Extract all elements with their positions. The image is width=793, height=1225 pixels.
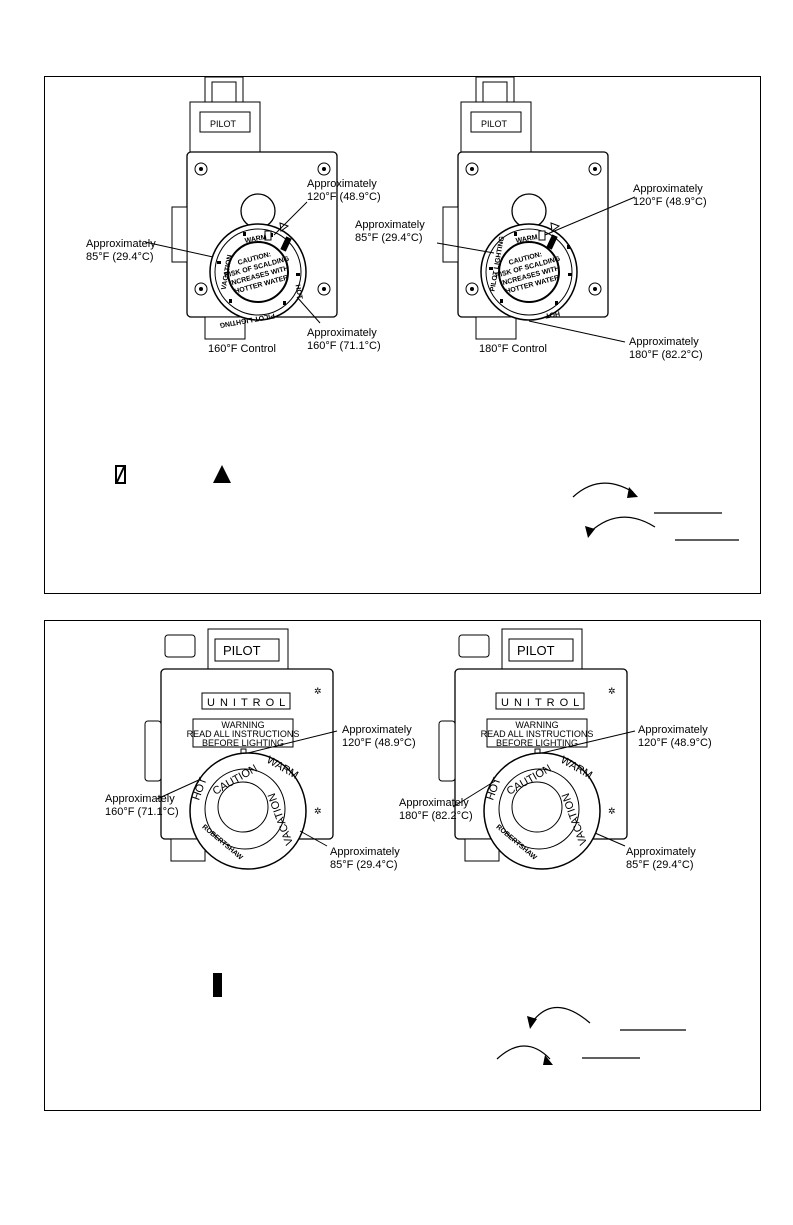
snowflake-icon: ✲ bbox=[608, 806, 616, 816]
warning-title: WARNING bbox=[515, 720, 558, 730]
panel-control-diagrams-bottom: PILOT UNITROL ✲ ✲ WARNING READ ALL INSTR… bbox=[44, 620, 761, 1111]
dial-hot-label: HOT bbox=[294, 284, 304, 300]
callout-160-value: 160°F (71.1°C) bbox=[105, 806, 179, 818]
pilot-label: PILOT bbox=[481, 119, 508, 129]
snowflake-icon: ✲ bbox=[314, 686, 322, 696]
pilot-label: PILOT bbox=[517, 643, 555, 658]
pilot-label: PILOT bbox=[223, 643, 261, 658]
callout-120-label: Approximately bbox=[633, 183, 703, 195]
control-160-label: 160°F Control bbox=[208, 343, 276, 355]
snowflake-icon: ✲ bbox=[608, 686, 616, 696]
callout-160-value: 160°F (71.1°C) bbox=[307, 340, 381, 352]
screw-icon bbox=[465, 162, 602, 296]
triangle-marker-icon bbox=[213, 465, 231, 483]
callout-120-value: 120°F (48.9°C) bbox=[638, 737, 712, 749]
dial-warm-label: WARM bbox=[515, 234, 538, 245]
callout-180-label: Approximately bbox=[399, 797, 469, 809]
callout-120-value: 120°F (48.9°C) bbox=[633, 196, 707, 208]
dial-warm-label: WARM bbox=[244, 234, 267, 245]
callout-180-label: Approximately bbox=[629, 336, 699, 348]
panel-control-diagrams-top: PILOT WARM VACATION PILOT LIGHTING HOT bbox=[44, 76, 761, 594]
warning-line: READ ALL INSTRUCTIONS bbox=[187, 729, 300, 739]
callout-85-value: 85°F (29.4°C) bbox=[86, 251, 154, 263]
warning-line: READ ALL INSTRUCTIONS bbox=[481, 729, 594, 739]
callout-85-label: Approximately bbox=[626, 846, 696, 858]
panel2-drawing: PILOT UNITROL ✲ ✲ WARNING READ ALL INSTR… bbox=[105, 628, 712, 1065]
warning-line: BEFORE LIGHTING bbox=[202, 738, 284, 748]
callout-85-label: Approximately bbox=[86, 238, 156, 250]
callout-180-value: 180°F (82.2°C) bbox=[399, 810, 473, 822]
callout-160-label: Approximately bbox=[105, 793, 175, 805]
counterclockwise-arrow-icon bbox=[585, 516, 656, 538]
clockwise-arrow-icon bbox=[572, 482, 638, 498]
callout-160-label: Approximately bbox=[307, 327, 377, 339]
callout-180-value: 180°F (82.2°C) bbox=[629, 349, 703, 361]
control-180-label: 180°F Control bbox=[479, 343, 547, 355]
snowflake-icon: ✲ bbox=[314, 806, 322, 816]
control-160-drawing: PILOT WARM VACATION PILOT LIGHTING HOT bbox=[144, 76, 338, 340]
callout-85-label: Approximately bbox=[355, 219, 425, 231]
warning-title: WARNING bbox=[221, 720, 264, 730]
control-180-drawing: PILOT WARM PILOT LIGHTING HOT CAUTION: R… bbox=[436, 76, 636, 343]
counterclockwise-arrow-icon bbox=[527, 1006, 591, 1029]
dial-hot-label: HOT bbox=[544, 309, 560, 319]
callout-85-value: 85°F (29.4°C) bbox=[626, 859, 694, 871]
brand-label: UNITROL bbox=[501, 697, 584, 709]
callout-85-value: 85°F (29.4°C) bbox=[330, 859, 398, 871]
callout-120-label: Approximately bbox=[307, 178, 377, 190]
screw-icon bbox=[194, 162, 331, 296]
callout-85-value: 85°F (29.4°C) bbox=[355, 232, 423, 244]
clockwise-arrow-icon bbox=[496, 1045, 553, 1065]
callout-120-label: Approximately bbox=[342, 724, 412, 736]
callout-120-label: Approximately bbox=[638, 724, 708, 736]
pilot-label: PILOT bbox=[210, 119, 237, 129]
solid-block-icon bbox=[213, 973, 222, 997]
callout-120-value: 120°F (48.9°C) bbox=[342, 737, 416, 749]
unitrol-180-drawing: PILOT UNITROL ✲ ✲ WARNING READ ALL INSTR… bbox=[438, 628, 636, 870]
unitrol-160-drawing: PILOT UNITROL ✲ ✲ WARNING READ ALL INSTR… bbox=[144, 628, 338, 870]
hatched-block-icon bbox=[115, 465, 126, 484]
callout-85-label: Approximately bbox=[330, 846, 400, 858]
callout-120-value: 120°F (48.9°C) bbox=[307, 191, 381, 203]
panel1-drawing: PILOT WARM VACATION PILOT LIGHTING HOT bbox=[86, 76, 739, 541]
brand-label: UNITROL bbox=[207, 697, 290, 709]
warning-line: BEFORE LIGHTING bbox=[496, 738, 578, 748]
